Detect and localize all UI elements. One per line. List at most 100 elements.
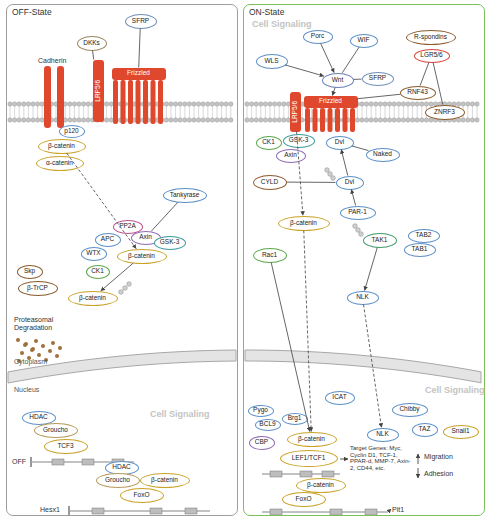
- node-label: WLS: [264, 58, 278, 65]
- lipid-tail: [412, 106, 413, 118]
- lipid-head: [210, 102, 214, 106]
- lipid-head: [17, 102, 21, 106]
- lipid-tail: [421, 106, 422, 118]
- lipid-head: [282, 118, 286, 122]
- protein-oval: Chibby: [392, 403, 428, 417]
- node-label: β-catenin: [307, 482, 334, 489]
- node-label: β-catenin: [298, 436, 325, 443]
- node-label: LGR5/6: [420, 52, 442, 59]
- protein-oval: BCL9: [255, 419, 281, 431]
- lipid-tail: [203, 106, 204, 118]
- lipid-head: [215, 118, 219, 122]
- lipid-tail: [348, 106, 349, 118]
- lipid-head: [249, 118, 253, 122]
- lipid-tail: [221, 106, 222, 118]
- node-label: β-catenin: [128, 253, 155, 260]
- lipid-tail: [226, 106, 227, 118]
- helix: [335, 108, 340, 132]
- lipid-head: [104, 102, 108, 106]
- lipid-head: [424, 102, 428, 106]
- fragment: [48, 349, 52, 353]
- activation-arrow: [418, 468, 419, 478]
- lipid-head: [282, 102, 286, 106]
- signal-connector: [353, 79, 361, 80]
- lipid-head: [415, 102, 419, 106]
- lipid-tail: [274, 106, 275, 118]
- lipid-head: [364, 102, 368, 106]
- helix: [136, 80, 141, 124]
- lipid-head: [378, 102, 382, 106]
- node-label: GSK-3: [160, 239, 180, 246]
- lipid-tail: [33, 106, 34, 118]
- node-label: Chibby: [399, 406, 419, 413]
- outcome-label: Migration: [424, 453, 453, 461]
- node-label: R-spondins: [414, 34, 447, 41]
- protein-oval: β-catenin: [287, 432, 337, 447]
- lipid-tail: [311, 106, 312, 118]
- lipid-head: [215, 102, 219, 106]
- fragment: [55, 354, 59, 358]
- lipid-head: [300, 118, 304, 122]
- signal-connector: [139, 28, 140, 67]
- lipid-tail: [279, 106, 280, 118]
- lipid-head: [109, 102, 113, 106]
- lipid-head: [277, 118, 281, 122]
- lipid-head: [406, 118, 410, 122]
- protein-oval: Dvl: [336, 176, 364, 190]
- protein-oval: Pygo: [248, 405, 274, 417]
- lipid-head: [210, 118, 214, 122]
- node-label: LRP5/6: [95, 80, 102, 102]
- lipid-tail: [88, 106, 89, 118]
- protein-oval: CBP: [249, 436, 275, 450]
- lipid-head: [81, 102, 85, 106]
- fragment: [51, 341, 55, 345]
- lipid-head: [229, 102, 233, 106]
- lipid-head: [259, 102, 263, 106]
- nuclear-envelope: [8, 350, 481, 383]
- node-label: Groucho: [43, 427, 68, 434]
- protein-oval: R-spondins: [406, 30, 456, 45]
- node-label: Frizzled: [319, 98, 342, 105]
- lipid-head: [410, 118, 414, 122]
- signal-connector: [93, 50, 94, 59]
- lipid-head: [109, 118, 113, 122]
- protein-oval: WTX: [81, 247, 107, 261]
- lipid-head: [406, 102, 410, 106]
- protein-oval: TAB1: [404, 243, 436, 257]
- node-label: ZNRF3: [434, 109, 455, 116]
- node-label: HDAC: [29, 414, 47, 421]
- lipid-head: [169, 118, 173, 122]
- protein-oval: LEF1/TCF1: [280, 450, 338, 467]
- lipid-tail: [106, 106, 107, 118]
- helix: [128, 80, 133, 124]
- panel-title: OFF-State: [12, 7, 52, 17]
- lipid-tail: [408, 106, 409, 118]
- node-label: TCF3: [57, 443, 73, 450]
- lipid-head: [196, 102, 200, 106]
- lipid-head: [173, 102, 177, 106]
- gene-label: Hesx1: [40, 506, 60, 514]
- lipid-head: [229, 118, 233, 122]
- lipid-tail: [230, 106, 231, 118]
- protein-oval: GSK-3: [154, 236, 186, 250]
- lipid-tail: [265, 106, 266, 118]
- helix: [328, 108, 333, 132]
- lipid-head: [178, 118, 182, 122]
- lipid-head: [183, 118, 187, 122]
- watermark: Cell Signaling: [150, 410, 210, 420]
- lipid-tail: [371, 106, 372, 118]
- lipid-head: [272, 102, 276, 106]
- fragment: [23, 343, 27, 347]
- node-label: PP2A: [119, 223, 136, 230]
- region-label: Cytoplasm: [14, 358, 47, 366]
- protein-oval: CYLD: [253, 175, 287, 190]
- lipid-tail: [394, 106, 395, 118]
- lipid-head: [12, 102, 16, 106]
- lipid-tail: [270, 106, 271, 118]
- lipid-head: [378, 118, 382, 122]
- protein-oval: WLS: [256, 54, 288, 69]
- cadherin-bar: [44, 66, 51, 128]
- protein-oval: Brg1: [282, 413, 308, 425]
- node-label: Wnt: [332, 77, 344, 84]
- lipid-tail: [198, 106, 199, 118]
